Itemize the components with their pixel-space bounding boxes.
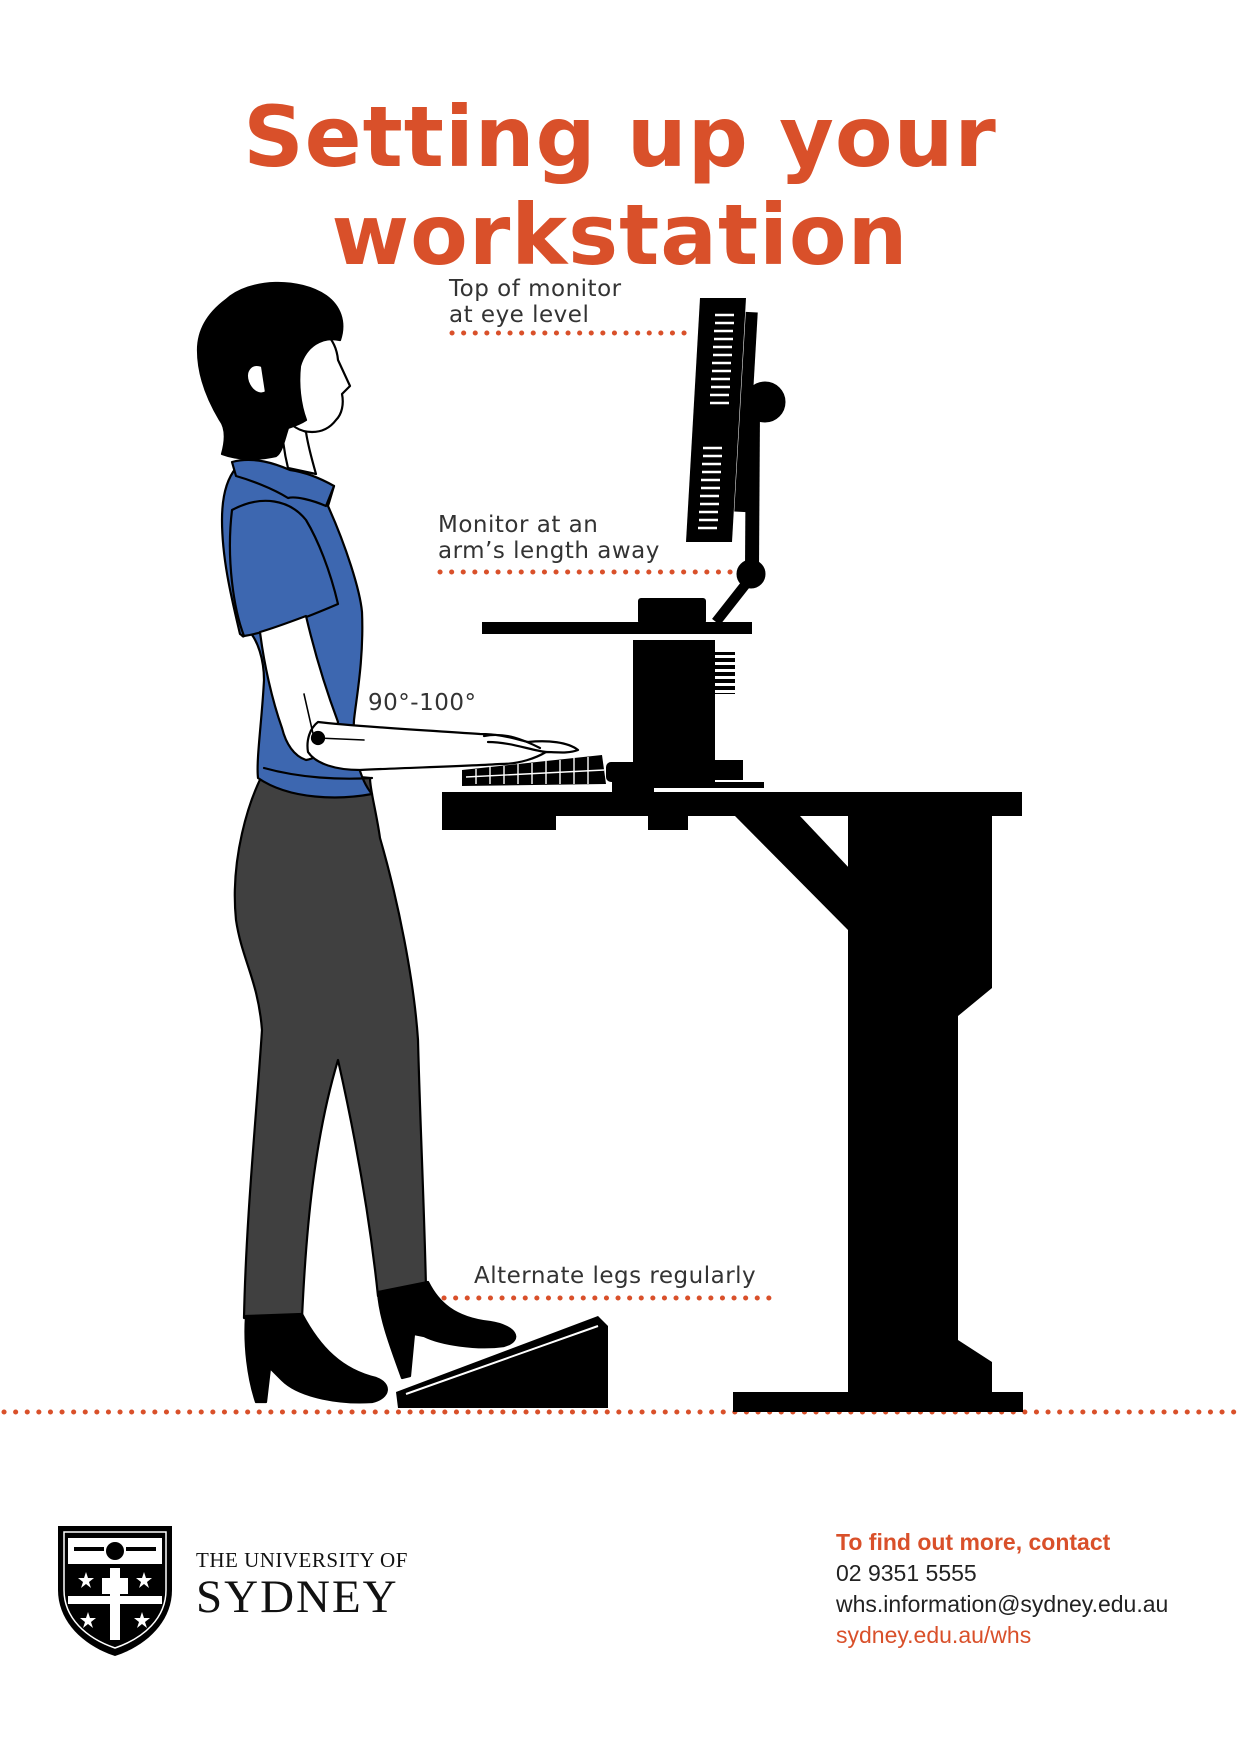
contact-website[interactable]: sydney.edu.au/whs xyxy=(836,1622,1032,1648)
collar xyxy=(230,458,336,508)
monitor-top-line1: Top of monitor xyxy=(449,276,622,302)
university-name-line1: THE UNIVERSITY OF xyxy=(196,1548,408,1572)
dotted-guides xyxy=(1,330,1239,1415)
university-logo: THE UNIVERSITY OF SYDNEY xyxy=(196,1548,408,1622)
monitor-distance-line1: Monitor at an xyxy=(438,512,599,538)
monitor-arm xyxy=(712,381,786,626)
elbow-angle-label: 90°-100° xyxy=(368,690,477,716)
legs-label: Alternate legs regularly xyxy=(474,1263,757,1289)
monitor-distance-label: Monitor at an arm’s length away xyxy=(438,512,660,564)
contact-email[interactable]: whs.information@sydney.edu.au xyxy=(836,1591,1169,1617)
shoe-raised xyxy=(376,1280,517,1380)
university-name-line2: SYDNEY xyxy=(196,1571,399,1623)
contact-heading: To find out more, contact xyxy=(836,1529,1111,1555)
sleeve xyxy=(228,499,340,638)
mouse xyxy=(606,762,640,782)
keyboard xyxy=(462,755,606,786)
shoe-standing xyxy=(244,1312,388,1404)
university-crest-icon xyxy=(58,1526,172,1656)
monitor-riser xyxy=(482,598,764,794)
hair xyxy=(196,281,344,460)
monitor-top-label: Top of monitor at eye level xyxy=(449,276,622,328)
elbow-joint xyxy=(310,730,326,746)
page-title: Setting up your workstation xyxy=(243,88,997,284)
contact-phone: 02 9351 5555 xyxy=(836,1560,977,1586)
monitor-top-line2: at eye level xyxy=(449,302,590,328)
trousers xyxy=(233,766,428,1320)
standing-desk xyxy=(442,792,1023,1412)
contact-block: To find out more, contact 02 9351 5555 w… xyxy=(836,1527,1216,1651)
footrest xyxy=(396,1316,608,1408)
person xyxy=(196,281,580,1404)
monitor-distance-line2: arm’s length away xyxy=(438,538,660,564)
